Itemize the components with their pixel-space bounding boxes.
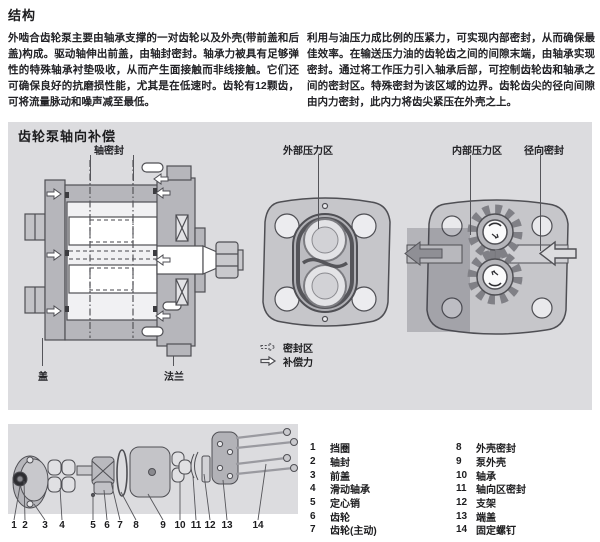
internal-pressure-zone: [407, 228, 470, 332]
outline-arrow-icon: [260, 356, 277, 366]
pump-front-view-diagram: [262, 197, 391, 327]
leader-cover: [42, 338, 43, 366]
label-outer-pressure: 外部压力区: [283, 146, 333, 157]
legend-seal-zone: 密封区: [260, 340, 313, 355]
pump-gear-view-diagram: [404, 199, 577, 335]
pump-cross-section-diagram: [24, 160, 244, 357]
legend-label-seal-zone: 密封区: [283, 343, 313, 355]
fixing-screws: [235, 430, 294, 476]
sliding-bearings: [47, 459, 76, 493]
label-inner-pressure: 内部压力区: [452, 146, 502, 157]
bolt-holes: [441, 215, 553, 319]
exploded-number: 8: [133, 520, 139, 531]
exploded-number: 5: [90, 520, 96, 531]
bolt-holes: [274, 202, 377, 323]
exploded-number: 13: [221, 520, 233, 531]
exploded-number: 3: [42, 520, 48, 531]
leader-radial-seal: [540, 155, 541, 251]
inlet-arrow: [538, 240, 577, 267]
exploded-number: 2: [22, 520, 28, 531]
exploded-number: 14: [252, 520, 264, 531]
exploded-number: 11: [190, 520, 202, 531]
shaft-nut: [215, 241, 239, 279]
label-cover: 盖: [38, 372, 48, 383]
leader-shaft-seal-1: [90, 155, 91, 181]
label-radial-seal: 径向密封: [524, 146, 564, 157]
exploded-number: 4: [59, 520, 65, 531]
dashed-arrow-icon: [260, 342, 276, 352]
exploded-number: 10: [174, 520, 186, 531]
housing-seal-oring: [116, 449, 128, 497]
bearing-seal-hatch: [175, 214, 189, 306]
exploded-number: 7: [117, 520, 123, 531]
centering-pin: [90, 492, 96, 498]
cover-part: [44, 179, 66, 341]
outlet-arrow: [404, 240, 443, 267]
legend-compensation-force: 补偿力: [260, 354, 313, 369]
page-title: 结构: [8, 8, 37, 23]
label-flange: 法兰: [164, 372, 184, 383]
leader-shaft-seal-2: [133, 155, 134, 181]
end-cover: [211, 431, 239, 485]
intro-paragraph-left: 外啮合齿轮泵主要由轴承支撑的一对齿轮以及外壳(带前盖和后盖)构成。驱动轴伸出前盖…: [8, 32, 299, 108]
panel-title: 齿轮泵轴向补偿: [18, 129, 117, 144]
intro-paragraph-right: 利用与油压力成比例的压紧力，可实现内部密封，从而确保最佳效率。在输送压力油的齿轮…: [307, 32, 595, 108]
rear-bearings: [171, 451, 192, 483]
diagram-legend: 密封区 补偿力: [260, 340, 313, 369]
exploded-number: 6: [104, 520, 110, 531]
exploded-view-diagram: [8, 424, 298, 521]
axial-compensation-panel: 齿轮泵轴向补偿 轴密封 外部压力区 内部压力区 径向密封 盖 法兰: [8, 122, 592, 410]
legend-label-compensation-force: 补偿力: [283, 357, 313, 369]
leader-inner-pressure: [470, 155, 471, 235]
exploded-number: 9: [160, 520, 166, 531]
leader-lines: [13, 463, 267, 521]
exploded-number: 12: [204, 520, 216, 531]
exploded-number: 1: [11, 520, 17, 531]
label-shaft-seal: 轴密封: [94, 146, 124, 157]
bracket: [201, 455, 211, 483]
leader-outer-pressure: [318, 155, 319, 229]
gear-pair: [467, 204, 523, 305]
